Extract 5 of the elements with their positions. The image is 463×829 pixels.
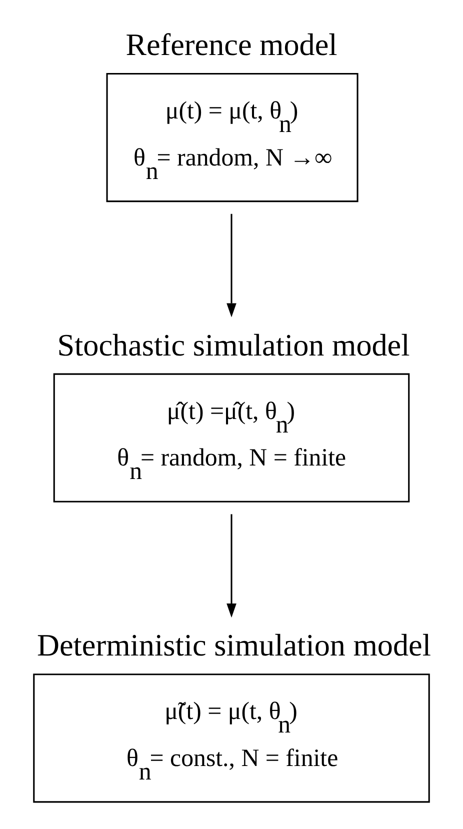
node-label: Stochastic simulation model (57, 327, 410, 362)
node-label: Deterministic simulation model (37, 628, 432, 663)
node-label: Reference model (126, 27, 338, 62)
arrow (226, 514, 236, 618)
arrow (226, 214, 236, 318)
